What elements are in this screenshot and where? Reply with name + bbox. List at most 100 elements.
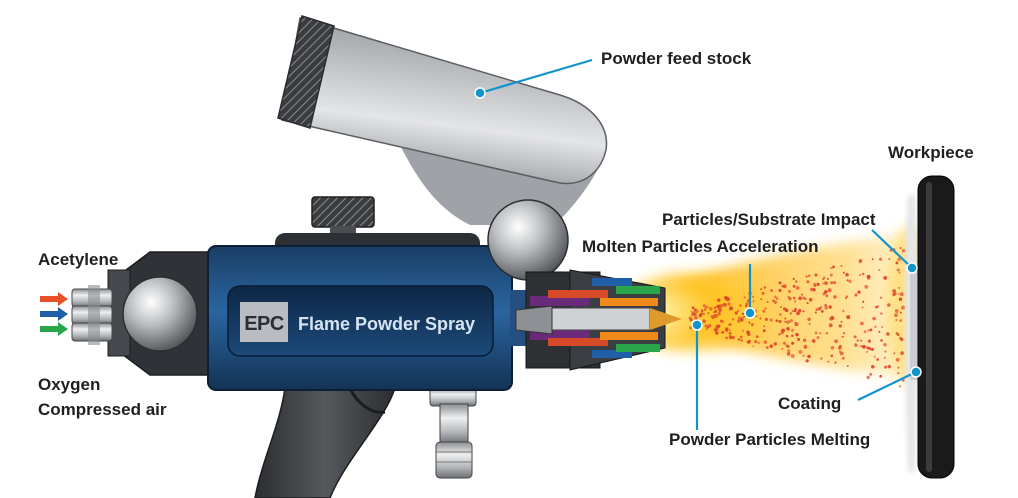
hopper-ball-joint	[488, 200, 568, 280]
particle	[721, 332, 723, 334]
particle	[742, 313, 744, 315]
particle	[801, 294, 803, 296]
particle	[830, 355, 832, 357]
particle	[756, 335, 759, 338]
particle	[790, 319, 793, 322]
particle	[864, 330, 867, 333]
particle	[822, 278, 824, 280]
particle	[842, 310, 844, 312]
particle	[765, 308, 767, 310]
particle	[791, 354, 795, 358]
oxygen-arrow-icon	[40, 307, 68, 321]
particle	[706, 328, 708, 330]
particle	[874, 356, 876, 358]
particle	[707, 312, 709, 314]
label-molten-particles-acceleration: Molten Particles Acceleration	[582, 237, 819, 256]
particle	[872, 258, 874, 260]
particle	[748, 322, 750, 324]
particle	[884, 357, 886, 359]
particle	[828, 288, 832, 292]
particle	[840, 265, 842, 267]
particle	[766, 346, 769, 349]
particle	[884, 351, 886, 353]
particle	[860, 322, 864, 326]
particle	[785, 344, 788, 347]
particle	[791, 335, 793, 337]
particle	[892, 289, 896, 293]
particle	[779, 313, 782, 316]
particle	[883, 343, 887, 347]
particle	[693, 313, 695, 315]
particle	[869, 373, 872, 376]
particle	[826, 332, 828, 334]
particle	[752, 345, 754, 347]
particle	[822, 282, 824, 284]
particle	[703, 304, 706, 307]
particle	[747, 341, 750, 344]
particle	[794, 300, 796, 302]
particle	[793, 297, 796, 300]
particle	[825, 294, 828, 297]
particle	[714, 310, 717, 313]
particle	[866, 351, 868, 353]
particle	[871, 365, 875, 369]
particle	[854, 335, 857, 338]
particle	[786, 320, 790, 324]
particle	[899, 247, 901, 249]
particle	[803, 355, 805, 357]
particle	[787, 349, 790, 352]
particle	[770, 289, 773, 292]
particle	[689, 318, 693, 322]
particle	[883, 276, 887, 280]
particle	[798, 309, 802, 313]
particle	[860, 340, 862, 342]
particle	[752, 296, 754, 298]
particle	[785, 309, 789, 313]
particle	[804, 347, 806, 349]
particle	[791, 329, 794, 332]
particle	[902, 249, 906, 253]
particle	[828, 305, 831, 308]
particle	[798, 296, 802, 300]
particle	[763, 329, 766, 332]
particle	[808, 275, 811, 278]
particle	[846, 315, 850, 319]
particle	[760, 288, 762, 290]
particle	[857, 339, 859, 341]
particle	[796, 286, 800, 290]
particle	[820, 357, 822, 359]
particle	[897, 333, 900, 336]
particle	[795, 322, 799, 326]
particle	[884, 366, 887, 369]
particle	[791, 342, 794, 345]
particle	[830, 267, 832, 269]
particle	[717, 298, 720, 301]
particle	[769, 344, 772, 347]
particle	[702, 319, 706, 323]
particle	[900, 312, 902, 314]
particle	[714, 307, 716, 309]
particle	[862, 301, 864, 303]
particle	[691, 311, 693, 313]
particle	[824, 306, 828, 310]
particle	[886, 332, 890, 336]
label-powder-particles-melting: Powder Particles Melting	[669, 430, 870, 449]
particle	[778, 320, 780, 322]
particle	[738, 317, 742, 321]
particle	[854, 293, 857, 296]
gun-model-name: Flame Powder Spray	[298, 314, 475, 334]
particle	[742, 316, 744, 318]
particle	[846, 295, 849, 298]
particle	[760, 318, 762, 320]
particle	[874, 326, 876, 328]
particle	[704, 324, 707, 327]
particle	[732, 318, 735, 321]
particle	[751, 323, 754, 326]
particle	[830, 281, 833, 284]
particle	[843, 272, 845, 274]
particle	[758, 342, 760, 344]
particle	[893, 352, 895, 354]
particle	[898, 272, 900, 274]
particle	[898, 293, 900, 295]
